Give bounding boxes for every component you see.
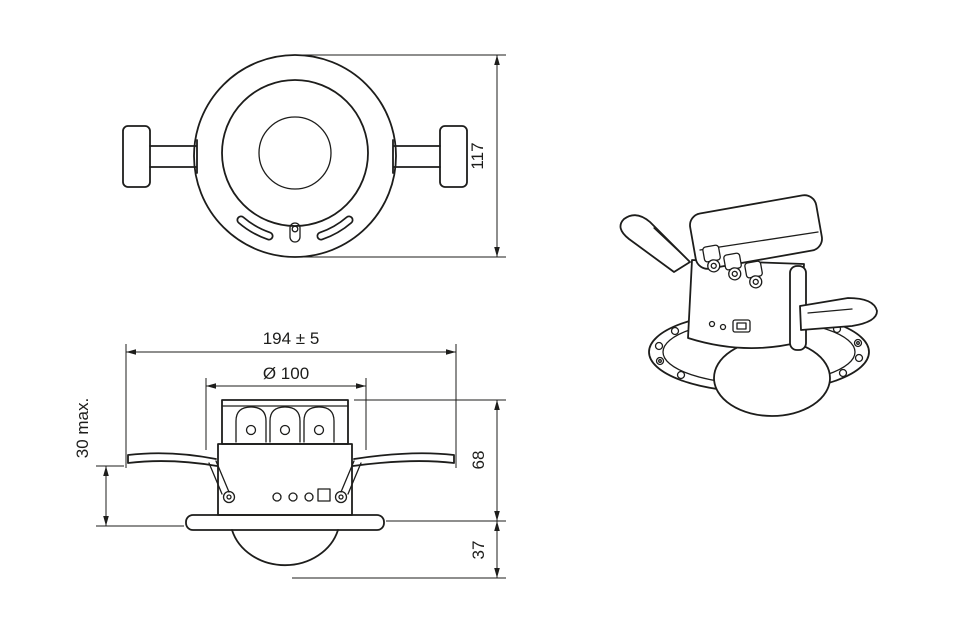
- left-spring-strut: [208, 460, 230, 495]
- body-switch: [317, 488, 331, 502]
- lens-dome: [231, 529, 339, 567]
- lens-outer-circle: [221, 79, 369, 227]
- right-mounting-clip: [439, 125, 468, 188]
- dim-label-100: Ø 100: [263, 364, 309, 383]
- body-led-1: [272, 492, 282, 502]
- dimension-30max: 30 max.: [73, 398, 184, 527]
- right-clip-arm: [392, 139, 441, 174]
- detector-body: [217, 443, 353, 516]
- iso-body-dot-1: [708, 320, 716, 328]
- iso-lens-dome: [713, 339, 831, 417]
- body-led-2: [288, 492, 298, 502]
- terminal-arch-3: [303, 406, 335, 443]
- iso-terminals: [702, 244, 763, 289]
- left-mounting-clip: [122, 125, 151, 188]
- top-view: [122, 54, 468, 258]
- terminal-arch-1: [235, 406, 267, 443]
- front-view: [127, 399, 455, 567]
- dim-label-68: 68: [469, 451, 488, 470]
- dimension-194: 194 ± 5: [125, 329, 457, 468]
- iso-body-window: [732, 319, 751, 333]
- dim-label-117: 117: [468, 142, 487, 169]
- right-spring-wing: [352, 452, 455, 467]
- body-led-3: [304, 492, 314, 502]
- dim-label-37: 37: [469, 541, 488, 560]
- outer-ring: [193, 54, 397, 258]
- dim-label-30max: 30 max.: [73, 398, 92, 458]
- dimension-100: Ø 100: [205, 364, 367, 450]
- lens-inner-circle: [258, 116, 332, 190]
- iso-box-edge: [699, 231, 819, 251]
- right-spring-strut: [340, 460, 362, 495]
- center-slot-dot: [291, 225, 299, 233]
- iso-body-dot-2: [719, 323, 727, 331]
- iso-flange-screws: [654, 324, 864, 380]
- left-clip-arm: [149, 139, 198, 174]
- ceiling-flange: [185, 514, 385, 531]
- iso-terminal-box: [689, 194, 823, 270]
- left-corner-screw: [222, 490, 236, 504]
- iso-left-wing: [619, 214, 691, 273]
- isometric-view: [619, 194, 878, 417]
- terminal-arch-2: [269, 406, 301, 443]
- right-corner-screw: [334, 490, 348, 504]
- dimension-117: 117: [300, 54, 506, 258]
- dimension-68: 68: [354, 399, 506, 522]
- dimension-37: 37: [292, 521, 506, 579]
- iso-right-wing: [799, 297, 878, 331]
- left-spring-wing: [127, 452, 218, 467]
- dim-label-194: 194 ± 5: [263, 329, 320, 348]
- center-slot: [289, 222, 301, 243]
